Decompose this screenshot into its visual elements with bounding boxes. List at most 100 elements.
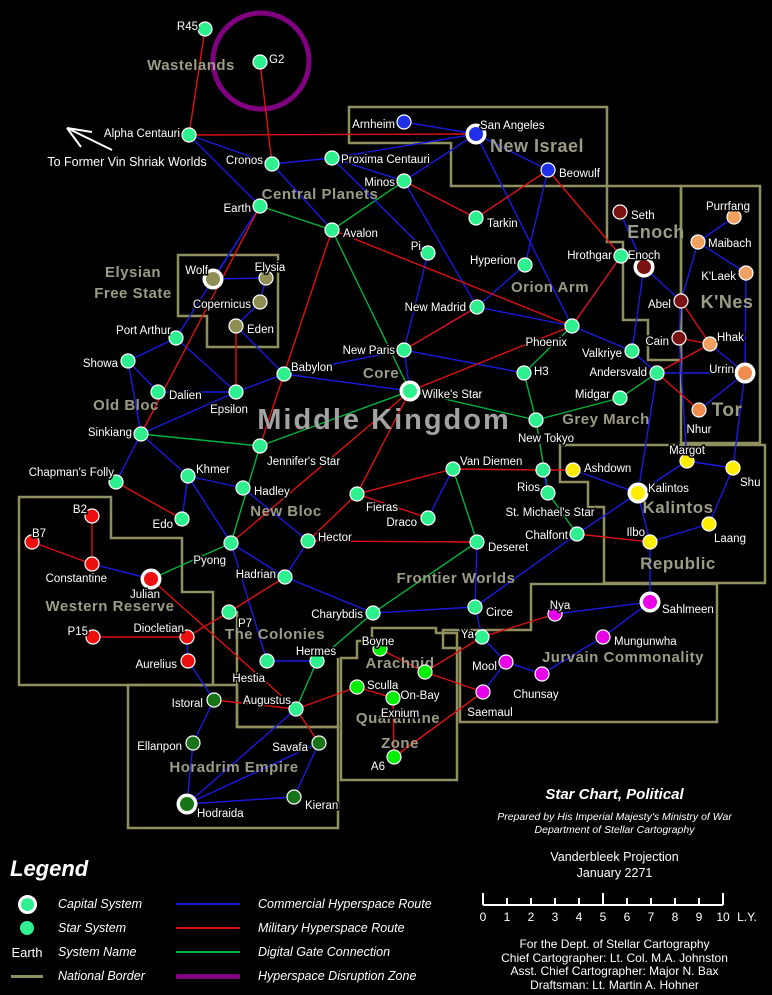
star-seth[interactable]: Seth <box>612 204 656 224</box>
star-van-diemen[interactable]: Van Diemen <box>445 455 524 477</box>
star-hadrian[interactable]: Hadrian <box>234 568 293 585</box>
star-midgar[interactable]: Midgar <box>573 388 628 406</box>
digital-gate-connection <box>259 390 411 447</box>
star-port-arthur[interactable]: Port Arthur <box>115 324 184 346</box>
star-constantine[interactable]: Constantine <box>44 556 109 587</box>
star-on-bay[interactable]: On-Bay <box>399 664 441 704</box>
star-proxima-centauri[interactable]: Proxima Centauri <box>324 150 431 168</box>
star-laang[interactable]: Laang <box>701 516 747 547</box>
star-julian[interactable]: Julian <box>128 568 162 603</box>
star-kieran[interactable]: Kieran <box>286 789 340 814</box>
star-minos[interactable]: Minos <box>363 173 412 191</box>
star-urrin[interactable]: Urrin <box>708 362 756 384</box>
star-charybdis[interactable]: Charybdis <box>310 605 381 623</box>
star-p15[interactable]: P15 <box>66 625 101 645</box>
star-abel[interactable]: Abel <box>646 293 689 313</box>
star-hodraida[interactable]: Hodraida <box>176 793 246 822</box>
star-new-paris[interactable]: New Paris <box>341 342 412 359</box>
star-chalfont[interactable]: Chalfont <box>524 526 585 544</box>
star-sinkiang[interactable]: Sinkiang <box>86 426 149 442</box>
star-h3[interactable]: H3 <box>516 365 550 381</box>
star-nya[interactable]: Nya <box>547 599 572 622</box>
star-pyong[interactable]: Pyong <box>192 535 239 569</box>
star-phoenix[interactable]: Phoenix <box>524 318 580 351</box>
star-purrfang[interactable]: Purrfang <box>704 200 752 225</box>
star-beowulf[interactable]: Beowulf <box>540 162 602 182</box>
star-chunsay[interactable]: Chunsay <box>512 666 560 703</box>
star-margot[interactable]: Margot <box>668 444 707 469</box>
star-ashdown[interactable]: Ashdown <box>565 462 633 478</box>
star-sculla[interactable]: Sculla <box>349 679 400 695</box>
star-tarkin[interactable]: Tarkin <box>468 210 519 232</box>
star-fieras[interactable]: Fieras <box>349 486 400 516</box>
star-b7[interactable]: B7 <box>24 527 48 550</box>
star-hadley[interactable]: Hadley <box>235 480 292 500</box>
star-new-tokyo[interactable]: New Tokyo <box>516 412 576 447</box>
star-deseret[interactable]: Deseret <box>469 534 531 556</box>
star-avalon[interactable]: Avalon <box>324 222 379 242</box>
star-mool[interactable]: Mool <box>471 654 514 675</box>
star-r45[interactable]: R45 <box>175 20 213 37</box>
star-eden[interactable]: Eden <box>228 318 275 338</box>
star-elysia[interactable]: Elysia <box>253 261 287 286</box>
star-copernicus[interactable]: Copernicus <box>191 294 268 313</box>
star-hyperion[interactable]: Hyperion <box>468 254 533 273</box>
star-dalien[interactable]: Dalien <box>150 384 203 404</box>
star-rios[interactable]: Rios <box>515 462 551 496</box>
star-istoral[interactable]: Istoral <box>170 692 222 712</box>
star-chapman-s-folly[interactable]: Chapman's Folly <box>27 466 124 490</box>
star-hermes[interactable]: Hermes <box>294 645 338 669</box>
star-augustus[interactable]: Augustus <box>242 694 304 717</box>
star-b2[interactable]: B2 <box>71 503 100 524</box>
star-system-icon <box>20 921 34 935</box>
star-babylon[interactable]: Babylon <box>276 361 334 382</box>
star-p7[interactable]: P7 <box>221 604 254 632</box>
star-boyne[interactable]: Boyne <box>360 635 396 657</box>
star-st-michael-s-star[interactable]: St. Michael's Star <box>504 485 596 521</box>
star-ilbo[interactable]: Ilbo <box>625 526 658 550</box>
star-valkriye[interactable]: Valkriye <box>580 343 640 362</box>
star-pi[interactable]: Pi <box>409 240 436 261</box>
star-sahlmeen[interactable]: Sahlmeen <box>639 591 715 618</box>
star-hector[interactable]: Hector <box>300 531 354 549</box>
star-hrothgar[interactable]: Hrothgar <box>566 248 629 264</box>
star-andersvald[interactable]: Andersvald <box>588 365 665 381</box>
star-alpha-centauri[interactable]: Alpha Centauri <box>102 127 197 143</box>
star-arnheim[interactable]: Arnheim <box>351 114 412 133</box>
star-kalintos[interactable]: Kalintos <box>627 482 691 504</box>
star-earth[interactable]: Earth <box>222 198 268 217</box>
star-k-laek[interactable]: K'Laek <box>700 265 754 285</box>
star-new-madrid[interactable]: New Madrid <box>403 299 485 316</box>
star-shu[interactable]: Shu <box>725 460 762 491</box>
star-maibach[interactable]: Maibach <box>690 234 753 252</box>
star-circe[interactable]: Circe <box>467 599 514 621</box>
star-ya[interactable]: Ya <box>459 628 490 645</box>
star-g2[interactable]: G2 <box>252 53 286 70</box>
star-nhur[interactable]: Nhur <box>685 402 713 438</box>
star-epsilon[interactable]: Epsilon <box>209 384 249 418</box>
star-enoch[interactable]: Enoch <box>626 249 662 278</box>
star-saemaul[interactable]: Saemaul <box>466 684 514 721</box>
star-mungunwha[interactable]: Mungunwha <box>595 629 679 650</box>
star-wolf[interactable]: Wolf <box>184 264 224 290</box>
star-hhak[interactable]: Hhak <box>702 331 746 352</box>
star-aurelius[interactable]: Aurelius <box>134 653 196 673</box>
star-jennifer-s-star[interactable]: Jennifer's Star <box>252 438 342 470</box>
star-cronos[interactable]: Cronos <box>224 154 280 172</box>
star-hestia[interactable]: Hestia <box>231 653 275 687</box>
star-diocletian[interactable]: Diocletian <box>132 622 195 645</box>
star-san-angeles[interactable]: San Angeles <box>465 119 546 145</box>
digital-gate-swatch <box>176 951 240 953</box>
star-showa[interactable]: Showa <box>81 353 136 372</box>
star-khmer[interactable]: Khmer <box>180 463 232 484</box>
star-ellanpon[interactable]: Ellanpon <box>136 735 201 755</box>
star-edo[interactable]: Edo <box>151 511 190 533</box>
star-exnium[interactable]: Exnium <box>379 690 421 722</box>
star-draco[interactable]: Draco <box>385 510 436 531</box>
star-cain[interactable]: Cain <box>644 330 687 350</box>
star-wilke-s-star[interactable]: Wilke's Star <box>399 380 484 403</box>
commercial-hyperspace-route <box>524 169 549 266</box>
star-savafa[interactable]: Savafa <box>271 735 327 756</box>
star-a6[interactable]: A6 <box>369 749 402 775</box>
chart-date: January 2271 <box>576 866 653 880</box>
